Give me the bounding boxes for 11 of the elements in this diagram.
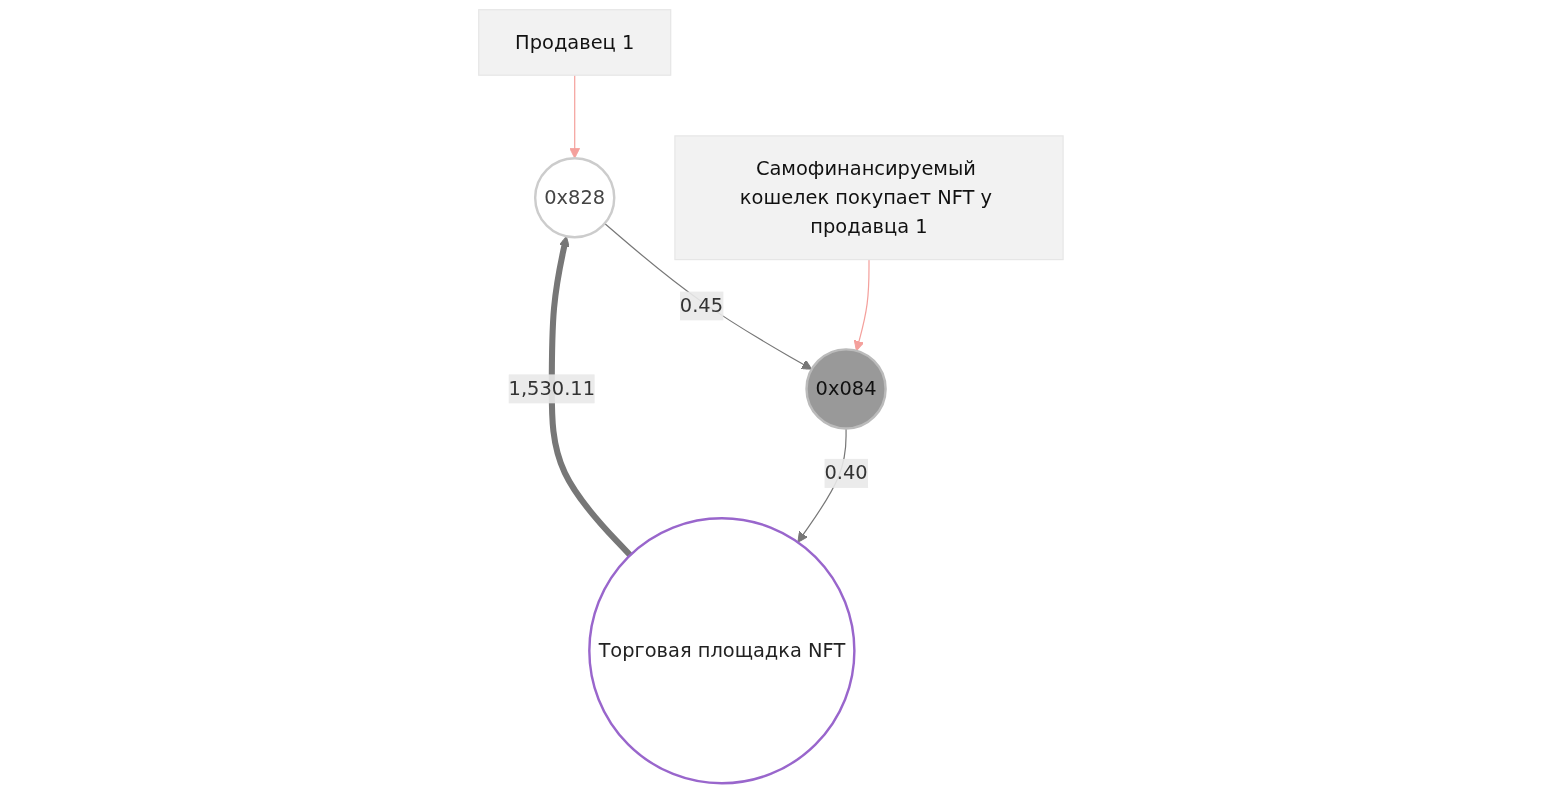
node-circle: 0x828 [533, 157, 616, 239]
arrow [568, 74, 580, 159]
node-circle: 0x084 [804, 348, 887, 430]
edge-label: 0.45 [679, 293, 723, 317]
edge-label: 1,530.11 [508, 376, 595, 400]
edge-label: 0.40 [824, 461, 868, 485]
arrow [603, 222, 812, 370]
arrow [853, 259, 870, 352]
node-circle: Торговая площадка NFT [587, 517, 856, 785]
node-box: Самофинансируемый кошелек покупает NFT у продавца 1 [673, 135, 1064, 261]
node-box: Продавец 1 [477, 9, 671, 76]
